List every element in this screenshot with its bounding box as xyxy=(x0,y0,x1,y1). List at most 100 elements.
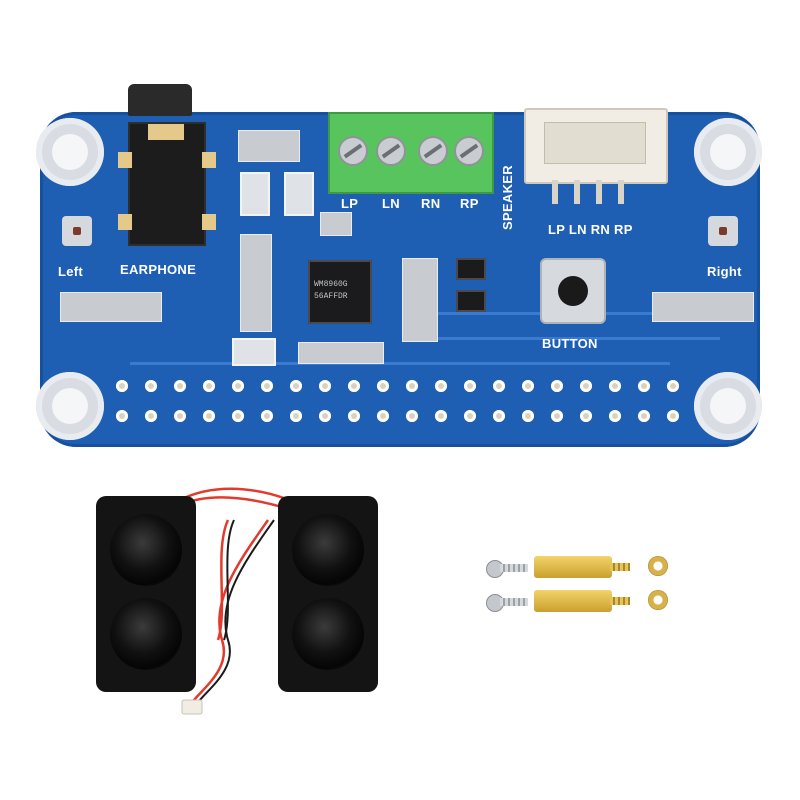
connector-pins xyxy=(548,180,638,204)
jack-contact xyxy=(148,124,184,140)
left-microphone xyxy=(62,216,92,246)
brass-nut xyxy=(648,590,668,610)
button-label: BUTTON xyxy=(542,336,598,351)
gpio-pin xyxy=(116,380,128,392)
gpio-pin xyxy=(667,410,679,422)
gpio-pin xyxy=(435,410,447,422)
terminal-label-rp: RP xyxy=(460,196,479,211)
terminal-screw xyxy=(338,136,368,166)
earphone-label: EARPHONE xyxy=(120,262,197,277)
smd-resistor-array xyxy=(652,292,754,322)
gpio-pin xyxy=(522,380,534,392)
gpio-pin xyxy=(464,380,476,392)
gpio-pin xyxy=(203,410,215,422)
gpio-pin xyxy=(290,410,302,422)
earphone-jack xyxy=(118,122,216,246)
push-button[interactable] xyxy=(540,258,606,324)
brass-nut xyxy=(648,556,668,576)
gpio-pin xyxy=(116,410,128,422)
pcb-trace xyxy=(130,362,670,365)
earphone-jack-barrel xyxy=(128,84,192,116)
brass-standoff xyxy=(534,556,630,578)
chip-marking-2: 56AFFDR xyxy=(314,292,348,301)
crystal xyxy=(232,338,276,366)
chip-marking-1: WM8960G xyxy=(314,280,348,289)
left-label: Left xyxy=(58,264,84,279)
gpio-pin xyxy=(232,410,244,422)
transistor xyxy=(456,258,486,280)
gpio-pin xyxy=(377,410,389,422)
mounting-hole-top-right xyxy=(694,118,762,186)
smd-resistor-array xyxy=(402,258,438,342)
connector-socket xyxy=(544,122,646,164)
mounting-hole-bottom-left xyxy=(36,372,104,440)
speaker-cone xyxy=(110,598,182,670)
speaker-left xyxy=(96,496,196,692)
gpio-pin xyxy=(290,380,302,392)
terminal-label-lp: LP xyxy=(341,196,359,211)
gpio-pin xyxy=(435,380,447,392)
gpio-pin xyxy=(232,380,244,392)
speaker-cone xyxy=(110,514,182,586)
gpio-pin xyxy=(145,380,157,392)
smd-resistor-array xyxy=(238,130,300,162)
gpio-pin xyxy=(493,410,505,422)
speaker-terminal-block xyxy=(328,112,494,194)
gpio-pin xyxy=(406,380,418,392)
gpio-pin xyxy=(174,410,186,422)
gpio-pin xyxy=(174,380,186,392)
gpio-pin xyxy=(609,380,621,392)
jack-contact xyxy=(202,214,216,230)
jack-contact xyxy=(202,152,216,168)
jack-contact xyxy=(118,152,132,168)
gpio-pin xyxy=(319,410,331,422)
gpio-pin xyxy=(145,410,157,422)
gpio-pin xyxy=(551,410,563,422)
terminal-screw xyxy=(454,136,484,166)
gpio-pin xyxy=(348,410,360,422)
mounting-hole-bottom-right xyxy=(694,372,762,440)
pcb-trace xyxy=(420,337,720,340)
gpio-pin xyxy=(319,380,331,392)
smd-resistor-array xyxy=(240,234,272,332)
gpio-pin xyxy=(377,380,389,392)
gpio-pin xyxy=(406,410,418,422)
terminal-screw xyxy=(418,136,448,166)
capacitor xyxy=(284,172,314,216)
terminal-label-rn: RN xyxy=(421,196,441,211)
screw xyxy=(486,560,530,578)
smd-resistor-array xyxy=(298,342,384,364)
gpio-pin xyxy=(580,380,592,392)
speaker-right xyxy=(278,496,378,692)
gpio-pin xyxy=(261,410,273,422)
speaker-cone xyxy=(292,514,364,586)
mounting-hole-top-left xyxy=(36,118,104,186)
gpio-pin xyxy=(551,380,563,392)
right-microphone xyxy=(708,216,738,246)
gpio-pin xyxy=(203,380,215,392)
capacitor xyxy=(240,172,270,216)
gpio-pin xyxy=(261,380,273,392)
button-cap xyxy=(558,276,588,306)
gpio-pin xyxy=(667,380,679,392)
gpio-header xyxy=(116,380,696,432)
transistor xyxy=(456,290,486,312)
gpio-pin xyxy=(522,410,534,422)
gpio-pin xyxy=(348,380,360,392)
smd-resistor xyxy=(320,212,352,236)
right-label: Right xyxy=(707,264,742,279)
smd-resistor-array xyxy=(60,292,162,322)
gpio-pin xyxy=(609,410,621,422)
speaker-cone xyxy=(292,598,364,670)
connector-pin-labels: LP LN RN RP xyxy=(548,222,633,237)
brass-standoff xyxy=(534,590,630,612)
gpio-pin xyxy=(464,410,476,422)
gpio-pin xyxy=(580,410,592,422)
terminal-label-ln: LN xyxy=(382,196,400,211)
gpio-pin xyxy=(493,380,505,392)
gpio-pin xyxy=(638,380,650,392)
terminal-screw xyxy=(376,136,406,166)
codec-chip: WM8960G 56AFFDR xyxy=(308,260,372,324)
gpio-pin xyxy=(638,410,650,422)
jack-contact xyxy=(118,214,132,230)
